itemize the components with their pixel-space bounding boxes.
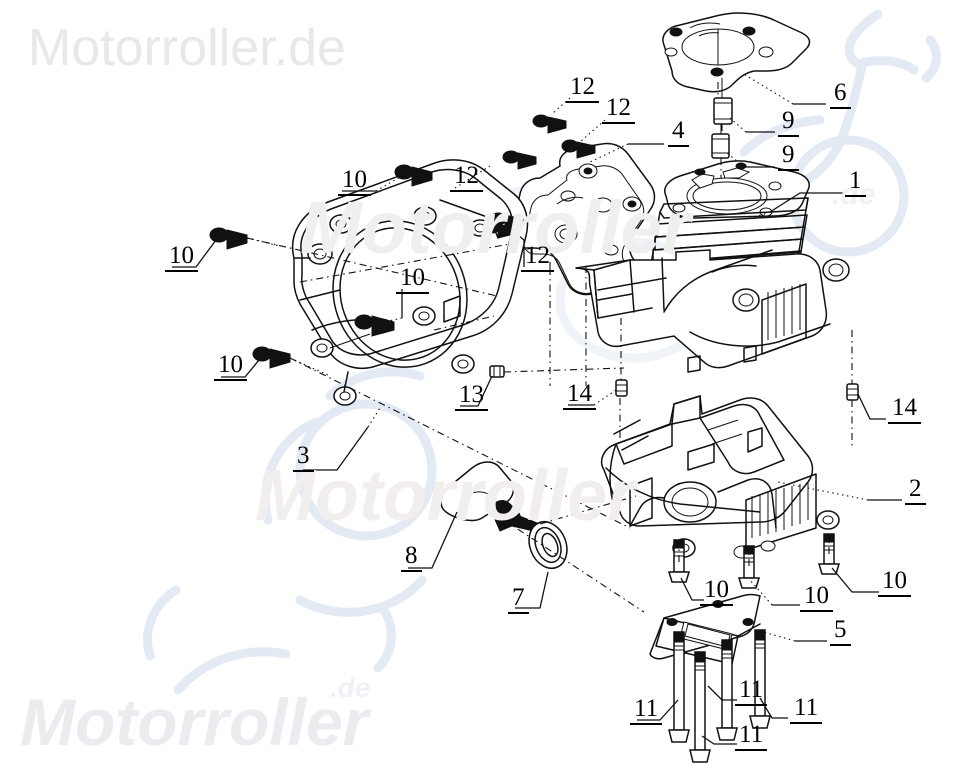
callout-number-14: 14 bbox=[563, 381, 596, 410]
callout-number-10: 10 bbox=[800, 583, 833, 612]
callout-number-text: 6 bbox=[830, 80, 851, 109]
callout-number-text: 11 bbox=[735, 677, 768, 706]
watermark-top-left: Motorroller.de bbox=[28, 19, 346, 77]
callout-number-10: 10 bbox=[338, 167, 371, 196]
callout-number-11: 11 bbox=[735, 677, 768, 706]
callout-leader-lines bbox=[172, 72, 902, 745]
callout-number-text: 12 bbox=[566, 74, 599, 103]
callout-number-text: 13 bbox=[455, 382, 488, 411]
callout-number-text: 5 bbox=[830, 617, 851, 646]
callout-number-2: 2 bbox=[905, 476, 926, 505]
callout-number-10: 10 bbox=[700, 577, 733, 606]
part-7-oil-seal bbox=[528, 520, 568, 570]
callout-number-text: 2 bbox=[905, 476, 926, 505]
callout-number-12: 12 bbox=[450, 163, 483, 192]
callout-number-text: 10 bbox=[338, 167, 371, 196]
callout-number-text: 10 bbox=[800, 583, 833, 612]
part-6-cylinder-head-gasket bbox=[662, 12, 811, 93]
watermark-bottom-de: .de bbox=[330, 672, 371, 703]
callout-number-4: 4 bbox=[668, 118, 689, 147]
part-11-cylinder-stud-bolts bbox=[668, 629, 771, 763]
callout-number-text: 7 bbox=[508, 585, 529, 614]
callout-number-7: 7 bbox=[508, 585, 529, 614]
watermark-center-lower: Motorroller bbox=[255, 456, 636, 536]
callout-number-text: 11 bbox=[790, 695, 823, 724]
callout-number-text: 3 bbox=[293, 443, 314, 472]
callout-number-text: 11 bbox=[735, 722, 768, 751]
part-9-dowel-pin-upper bbox=[713, 78, 733, 125]
callout-number-text: 10 bbox=[700, 577, 733, 606]
callout-number-14: 14 bbox=[888, 395, 921, 424]
watermark-middle-de: .de bbox=[832, 178, 876, 211]
callout-number-text: 9 bbox=[778, 108, 799, 137]
callout-number-11: 11 bbox=[735, 722, 768, 751]
part-14-dowel-pin-right bbox=[846, 330, 859, 446]
callout-number-text: 12 bbox=[521, 243, 554, 272]
bolt-inside-cover bbox=[354, 314, 395, 337]
assembly-alignment-lines bbox=[246, 82, 830, 613]
part-12-cover-bolts bbox=[484, 114, 596, 239]
callout-number-1: 1 bbox=[845, 168, 866, 197]
callout-number-5: 5 bbox=[830, 617, 851, 646]
watermark-middle: Motorroller bbox=[300, 186, 691, 269]
watermark-bottom-left: Motorroller bbox=[20, 685, 369, 759]
callout-number-text: 14 bbox=[563, 381, 596, 410]
callout-number-10: 10 bbox=[165, 243, 198, 272]
callout-number-text: 10 bbox=[214, 352, 247, 381]
callout-number-text: 12 bbox=[450, 163, 483, 192]
part-4-cylinder-head-cover-gasket bbox=[510, 142, 656, 296]
callout-number-10: 10 bbox=[878, 568, 911, 597]
callout-number-13: 13 bbox=[455, 382, 488, 411]
callout-number-text: 14 bbox=[888, 395, 921, 424]
callout-number-12: 12 bbox=[566, 74, 599, 103]
callout-number-10: 10 bbox=[214, 352, 247, 381]
part-13-dowel-pin-small bbox=[489, 365, 505, 378]
callout-number-text: 12 bbox=[602, 95, 635, 124]
callout-number-10: 10 bbox=[396, 265, 429, 294]
callout-number-9: 9 bbox=[778, 108, 799, 137]
callout-number-11: 11 bbox=[630, 696, 663, 725]
callout-number-11: 11 bbox=[790, 695, 823, 724]
callout-number-text: 8 bbox=[401, 543, 422, 572]
callout-number-text: 9 bbox=[778, 142, 799, 171]
callout-number-text: 10 bbox=[878, 568, 911, 597]
part-10-flange-bolts bbox=[209, 164, 841, 589]
callout-number-text: 11 bbox=[630, 696, 663, 725]
callout-number-text: 1 bbox=[845, 168, 866, 197]
part-2-crankcase-right-half bbox=[575, 249, 850, 559]
callout-number-12: 12 bbox=[602, 95, 635, 124]
callout-number-9: 9 bbox=[778, 142, 799, 171]
callout-number-6: 6 bbox=[830, 80, 851, 109]
callout-number-3: 3 bbox=[293, 443, 314, 472]
callout-number-text: 4 bbox=[668, 118, 689, 147]
callout-number-text: 10 bbox=[396, 265, 429, 294]
part-14-dowel-pin-center bbox=[615, 318, 628, 397]
callout-number-12: 12 bbox=[521, 243, 554, 272]
callout-number-text: 10 bbox=[165, 243, 198, 272]
callout-number-8: 8 bbox=[401, 543, 422, 572]
